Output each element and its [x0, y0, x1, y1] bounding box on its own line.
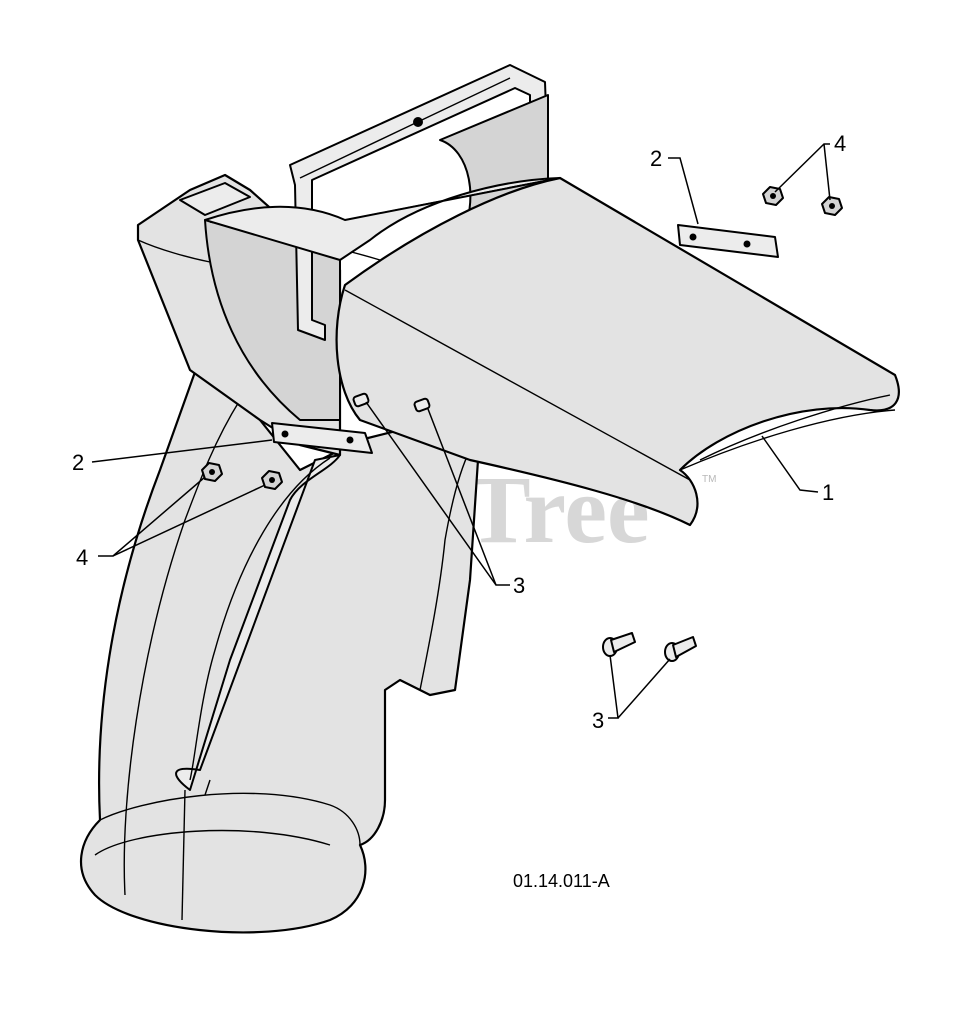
- callout-bolts-loose: 3: [592, 708, 604, 733]
- carriage-bolt: [664, 636, 697, 662]
- callout-nuts-right: 4: [834, 131, 846, 156]
- leader-lines: [91, 143, 831, 719]
- hood-stud: [413, 397, 431, 413]
- hex-nut: [821, 196, 843, 216]
- carriage-bolt: [602, 632, 636, 657]
- callout-nuts-left: 4: [76, 545, 88, 570]
- drawing-id: 01.14.011-A: [513, 871, 610, 891]
- chute-body: [79, 328, 482, 934]
- reinforcement-plate-right: [677, 224, 779, 258]
- reinforcement-plate-left: [271, 422, 373, 454]
- hood-stud: [352, 392, 370, 408]
- bracket-hole: [413, 117, 423, 127]
- deflector-hood: [204, 176, 900, 527]
- watermark-tm: TM: [702, 474, 716, 485]
- callout-plate-right: 2: [650, 146, 662, 171]
- hex-nut: [762, 186, 784, 206]
- mount-bracket: [289, 64, 549, 341]
- callout-plate-left: 2: [72, 450, 84, 475]
- callout-bolts-installed: 3: [513, 573, 525, 598]
- hex-nut: [261, 470, 283, 490]
- callout-deflector: 1: [822, 480, 834, 505]
- hex-nut: [201, 462, 223, 482]
